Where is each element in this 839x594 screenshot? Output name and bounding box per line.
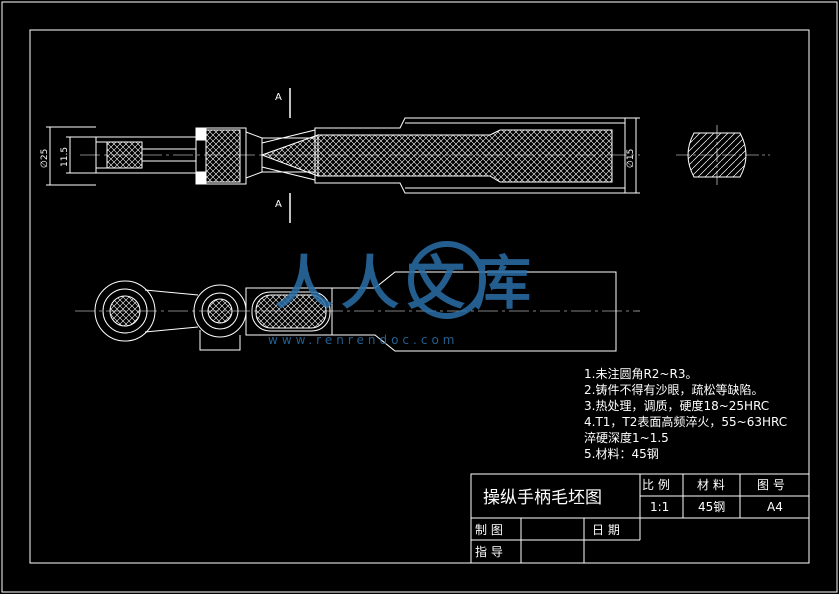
note-3: 3.热处理，调质，硬度18~25HRC <box>584 398 769 413</box>
section-label-top: A <box>275 92 282 103</box>
front-section-view <box>46 88 640 223</box>
note-2: 2.铸件不得有沙眼，疏松等缺陷。 <box>584 382 763 397</box>
note-1: 1.未注圆角R2~R3。 <box>584 366 697 381</box>
sheet-border-inner <box>29 29 810 564</box>
section-label-bottom: A <box>275 199 282 210</box>
value-number: A4 <box>767 500 783 514</box>
dim-left-inner: 11.5 <box>60 147 70 167</box>
cross-section-a-a <box>676 125 770 185</box>
dim-left-outer: ∅25 <box>40 149 50 168</box>
note-4b: 淬硬深度1~1.5 <box>584 430 669 445</box>
header-number: 图 号 <box>757 478 785 492</box>
header-material: 材 料 <box>697 478 725 492</box>
note-5: 5.材料：45钢 <box>584 447 659 461</box>
note-4: 4.T1，T2表面高频淬火，55~63HRC <box>584 414 787 429</box>
label-date: 日 期 <box>592 523 620 537</box>
top-view <box>75 271 640 352</box>
label-guide: 指 导 <box>475 544 503 559</box>
header-scale: 比 例 <box>642 478 670 492</box>
watermark-url: www.renrendoc.com <box>268 333 458 347</box>
technical-notes: 1.未注圆角R2~R3。 2.铸件不得有沙眼，疏松等缺陷。 3.热处理，调质，硬… <box>584 366 787 461</box>
watermark-text: 人人文库 <box>275 249 539 317</box>
watermark: 人人文库 www.renrendoc.com <box>268 241 539 347</box>
title-block <box>470 473 810 564</box>
drawing-title: 操纵手柄毛坯图 <box>483 488 602 508</box>
value-material: 45钢 <box>698 500 725 514</box>
dim-right-dia: ∅15 <box>626 149 636 168</box>
label-drawn-by: 制 图 <box>475 523 503 537</box>
value-scale: 1:1 <box>650 500 669 514</box>
